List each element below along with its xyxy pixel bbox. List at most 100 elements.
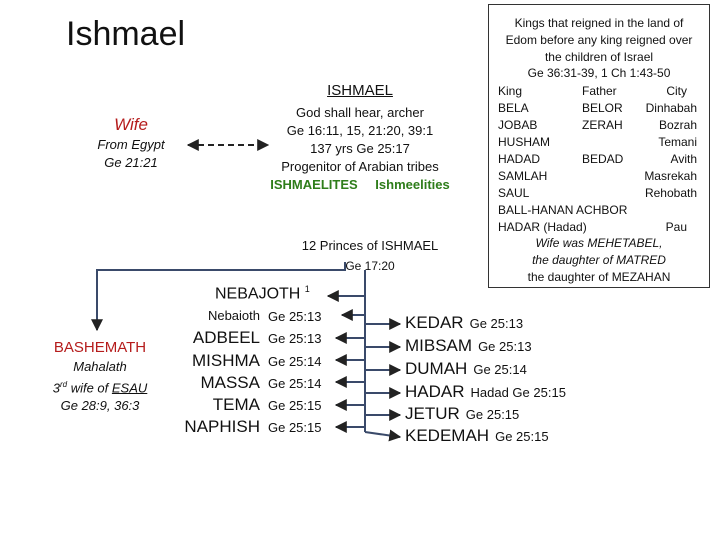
- son-name: MISHMA: [192, 351, 260, 370]
- wife-ref: Ge 21:21: [104, 155, 158, 170]
- list-item: ADBEEL Ge 25:13: [180, 328, 340, 352]
- king-city: Rehobath: [644, 186, 697, 200]
- son-name: JETUR: [405, 404, 460, 423]
- king-city: Dinhabah: [645, 101, 697, 115]
- kings-footer-line: Wife was MEHETABEL,: [535, 236, 663, 250]
- son-name: HADAR: [405, 382, 465, 401]
- column-header-city: City: [666, 84, 687, 98]
- son-name: KEDAR: [405, 313, 464, 332]
- king-father: ZERAH: [582, 118, 623, 132]
- table-row: HUSHAM Temani: [489, 134, 709, 151]
- first-son-nebajoth: NEBAJOTH 1: [215, 284, 310, 303]
- table-row: BELA BELOR Dinhabah: [489, 100, 709, 117]
- king-city: Masrekah: [644, 169, 697, 183]
- kings-of-edom-box: Kings that reigned in the land of Edom b…: [488, 4, 710, 288]
- list-item: DUMAH Ge 25:14: [405, 359, 527, 379]
- king-name: HADAD: [498, 152, 541, 166]
- first-son-name: NEBAJOTH: [215, 285, 301, 303]
- son-ref: Ge 25:14: [473, 362, 527, 377]
- king-city: Avith: [670, 152, 697, 166]
- king-name: JOBAB: [498, 118, 538, 132]
- page-title: Ishmael: [66, 15, 186, 53]
- kings-heading-line: Edom before any king reigned over: [505, 32, 693, 47]
- table-row: JOBAB ZERAH Bozrah: [489, 117, 709, 134]
- list-item: JETUR Ge 25:15: [405, 404, 519, 424]
- bashemath-wife-of: wife of: [70, 380, 109, 396]
- son-name: TEMA: [212, 395, 260, 414]
- table-row: SAMLAH Masrekah: [489, 168, 709, 185]
- list-item: HADAR Hadad Ge 25:15: [405, 382, 566, 402]
- bashemath-ordinal: 3: [52, 380, 60, 396]
- bashemath-block: BASHEMATH Mahalath 3rd wife of ESAU Ge 2…: [40, 338, 160, 415]
- kings-heading-line: Ge 36:31-39, 1 Ch 1:43-50: [527, 66, 671, 81]
- bashemath-refs: Ge 28:9, 36:3: [60, 398, 140, 414]
- table-row: HADAR (Hadad) Pau: [489, 219, 709, 236]
- son-ref: Hadad Ge 25:15: [470, 385, 566, 400]
- ishmael-refs: Ge 16:11, 15, 21:20, 39:1: [286, 123, 434, 138]
- kings-heading-line: the children of Israel: [544, 49, 654, 64]
- son-name: DUMAH: [405, 359, 468, 378]
- bashemath-title: BASHEMATH: [53, 339, 147, 356]
- son-ref: Ge 25:14: [268, 376, 322, 391]
- son-name: MASSA: [200, 373, 260, 392]
- list-item: KEDAR Ge 25:13: [405, 313, 523, 333]
- ishmael-meaning: God shall hear, archer: [296, 105, 424, 120]
- son-ref: Ge 25:15: [268, 398, 322, 413]
- kings-footer-line: the daughter of MATRED: [532, 252, 666, 267]
- king-name: SAMLAH: [498, 169, 548, 183]
- arrow-kedemah: [364, 429, 402, 442]
- bashemath-relation: 3rd wife of ESAU: [40, 376, 160, 397]
- king-father: BELOR: [582, 101, 623, 115]
- princes-heading: 12 Princes of ISHMAEL Ge 17:20: [270, 236, 470, 276]
- ishmael-age: 137 yrs Ge 25:17: [310, 141, 410, 156]
- kings-column-headers: King Father City: [489, 83, 709, 100]
- table-row: HADAD BEDAD Avith: [489, 151, 709, 168]
- son-name: ADBEEL: [192, 328, 260, 347]
- son-ref: Ge 25:15: [268, 420, 322, 435]
- list-item: Nebaioth Ge 25:13: [180, 306, 340, 330]
- wife-title: Wife: [114, 115, 148, 134]
- son-ref: Ge 25:13: [478, 339, 532, 354]
- king-city: Bozrah: [658, 118, 697, 132]
- descent-line: [91, 262, 346, 332]
- son-ref: Ge 25:15: [465, 407, 520, 422]
- list-item: MISHMA Ge 25:14: [180, 351, 340, 375]
- table-row: BALL-HANAN ACHBOR: [489, 202, 709, 219]
- king-name: HUSHAM: [498, 135, 551, 149]
- king-name: BALL-HANAN ACHBOR: [498, 203, 628, 217]
- princes-title: 12 Princes of ISHMAEL: [301, 238, 439, 253]
- son-ref: Ge 25:13: [268, 309, 322, 324]
- king-name: SAUL: [498, 186, 530, 200]
- king-name: HADAR (Hadad): [498, 220, 587, 234]
- son-name: MIBSAM: [405, 336, 473, 355]
- column-header-king: King: [498, 84, 523, 98]
- kings-heading-line: Kings that reigned in the land of: [514, 16, 684, 30]
- kings-heading: Kings that reigned in the land of Edom b…: [489, 15, 709, 82]
- ishmael-tribes: ISHMAELITES Ishmeelities: [250, 176, 470, 194]
- princes-ref: Ge 17:20: [345, 259, 395, 273]
- table-row: SAUL Rehobath: [489, 185, 709, 202]
- ishmael-progenitor: Progenitor of Arabian tribes: [281, 159, 439, 174]
- list-item: MASSA Ge 25:14: [180, 373, 340, 397]
- king-father: BEDAD: [582, 152, 624, 166]
- tribe-name: ISHMAELITES: [270, 177, 358, 192]
- son-name: NAPHISH: [184, 417, 260, 436]
- bashemath-husband: ESAU: [111, 380, 148, 396]
- ishmael-name: ISHMAEL: [327, 82, 393, 99]
- wife-origin: From Egypt: [97, 137, 165, 152]
- kings-footer: Wife was MEHETABEL, the daughter of MATR…: [489, 235, 709, 285]
- king-city: Temani: [658, 135, 697, 149]
- king-name: BELA: [498, 101, 529, 115]
- list-item: NAPHISH Ge 25:15: [180, 417, 340, 441]
- list-item: TEMA Ge 25:15: [180, 395, 340, 419]
- ishmael-description: ISHMAEL God shall hear, archer Ge 16:11,…: [250, 82, 470, 194]
- wife-block: Wife From Egypt Ge 21:21: [76, 114, 186, 172]
- son-ref: Ge 25:13: [469, 316, 524, 331]
- son-ref: Ge 25:15: [495, 429, 549, 444]
- list-item: KEDEMAH Ge 25:15: [405, 426, 549, 446]
- king-city: Pau: [665, 220, 687, 234]
- son-name: KEDEMAH: [405, 426, 490, 445]
- son-ref: Ge 25:14: [268, 354, 322, 369]
- son-name: Nebaioth: [207, 308, 260, 323]
